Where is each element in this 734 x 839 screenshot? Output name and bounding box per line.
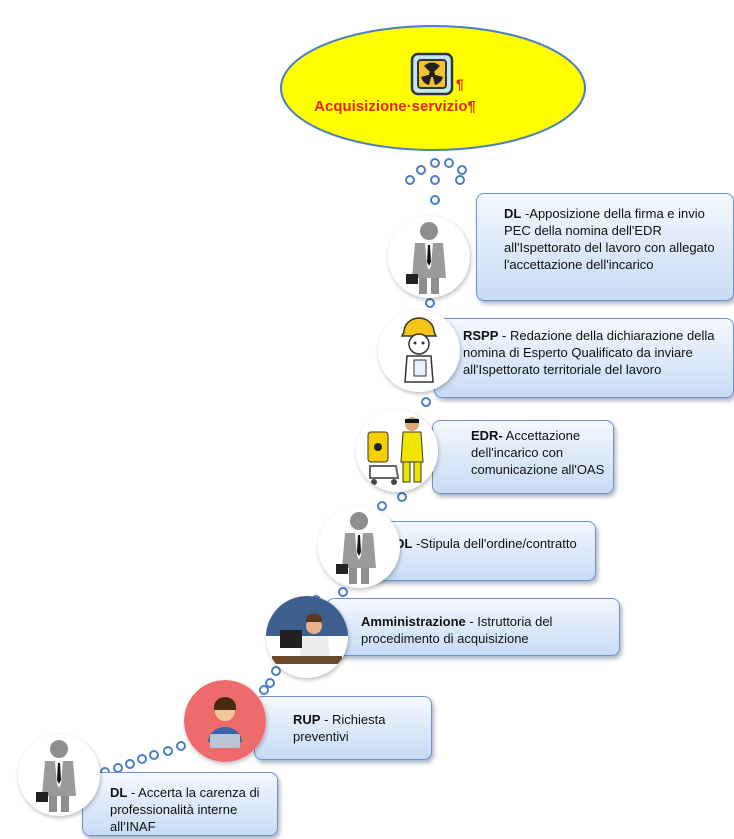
- laptop-user-icon: [184, 680, 266, 762]
- connector-dot: [397, 492, 407, 502]
- connector-dot: [265, 678, 275, 688]
- connector-dot: [430, 195, 440, 205]
- step-icon-6: [184, 680, 266, 762]
- step-box-6: RUP - Richiesta preventivi: [254, 696, 432, 760]
- connector-dots: [100, 158, 467, 777]
- connector-dot: [271, 666, 281, 676]
- step-box-7: DL - Accerta la carenza di professionali…: [82, 772, 278, 836]
- connector-dot: [163, 746, 173, 756]
- connector-dot: [430, 175, 440, 185]
- connector-dot: [421, 397, 431, 407]
- step-icon-5: [266, 596, 348, 678]
- connector-dot: [444, 158, 454, 168]
- step-text: - Accerta la carenza di professionalità …: [110, 785, 260, 834]
- connector-dot: [259, 685, 269, 695]
- connector-dot: [430, 158, 440, 168]
- connector-dot: [338, 587, 348, 597]
- step-text: - Istruttoria del procedimento di acquis…: [361, 614, 553, 646]
- step-role: DL: [110, 785, 128, 800]
- connector-dot: [113, 763, 123, 773]
- step-icon-2: [378, 310, 460, 392]
- step-icon-3: [356, 410, 438, 492]
- step-role: RSPP: [463, 328, 499, 343]
- step-role: Amministrazione: [361, 614, 466, 629]
- step-text: -Stipula dell'ordine/contratto: [412, 536, 577, 551]
- connector-dot: [457, 165, 467, 175]
- title-pilcrow: ¶: [456, 76, 464, 92]
- radiation-worker-icon: [367, 417, 424, 485]
- step-icon-4: [318, 506, 400, 588]
- connector-dot: [405, 175, 415, 185]
- businessman-icon: [36, 740, 76, 812]
- step-text: - Redazione della dichiarazione della no…: [463, 328, 715, 377]
- engineer-helmet-icon: [400, 317, 438, 383]
- connector-dot: [455, 175, 465, 185]
- businessman-icon: [406, 222, 446, 294]
- step-icon-1: [388, 216, 470, 298]
- connector-dot: [416, 165, 426, 175]
- radiation-warning-icon: [410, 52, 454, 96]
- step-text: - Richiesta preventivi: [293, 712, 386, 744]
- diagram-title: Acquisizione·servizio¶: [314, 98, 476, 115]
- step-role: EDR-: [471, 428, 503, 443]
- step-role: RUP: [293, 712, 321, 727]
- step-role: DL: [504, 206, 522, 221]
- step-box-3: EDR- Accettazione dell'incarico con comu…: [432, 420, 614, 494]
- step-box-5: Amministrazione - Istruttoria del proced…: [326, 598, 620, 656]
- step-box-1: DL -Apposizione della firma e invio PEC …: [476, 193, 734, 301]
- step-box-2: RSPP - Redazione della dichiarazione del…: [434, 318, 734, 398]
- step-icon-7: [18, 734, 100, 816]
- connector-dot: [137, 754, 147, 764]
- step-text: -Apposizione della firma e invio PEC del…: [504, 206, 715, 272]
- connector-dot: [176, 741, 186, 751]
- step-box-4: DL -Stipula dell'ordine/contratto: [370, 521, 596, 581]
- connector-dot: [425, 298, 435, 308]
- connector-dot: [377, 501, 387, 511]
- connector-dot: [149, 750, 159, 760]
- connector-dot: [125, 759, 135, 769]
- step-text: Accettazione dell'incarico con comunicaz…: [471, 428, 605, 477]
- businessman-icon: [336, 512, 376, 584]
- office-worker-icon: [266, 596, 348, 664]
